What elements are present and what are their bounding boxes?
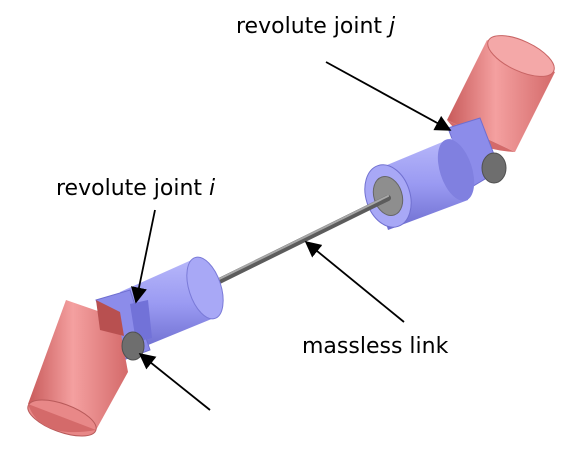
red-link-lower xyxy=(27,300,128,437)
massless-link-rod xyxy=(202,195,391,291)
label-revolute-joint-i: revolute joint i xyxy=(56,176,216,201)
arrow-joint-i xyxy=(131,209,156,304)
arrow-joint-j xyxy=(325,61,452,131)
label-revolute-joint-j: revolute joint j xyxy=(236,14,396,39)
joint-j-assembly xyxy=(364,35,555,230)
arrow-joint-i-pin xyxy=(138,352,211,411)
blue-cylinder-j xyxy=(364,138,475,230)
joint-i-assembly xyxy=(27,256,224,437)
joint-pin-j xyxy=(481,152,507,184)
label-massless-link: massless link xyxy=(302,334,449,359)
joint-pin-i xyxy=(121,331,145,361)
arrow-massless-link xyxy=(304,240,405,323)
